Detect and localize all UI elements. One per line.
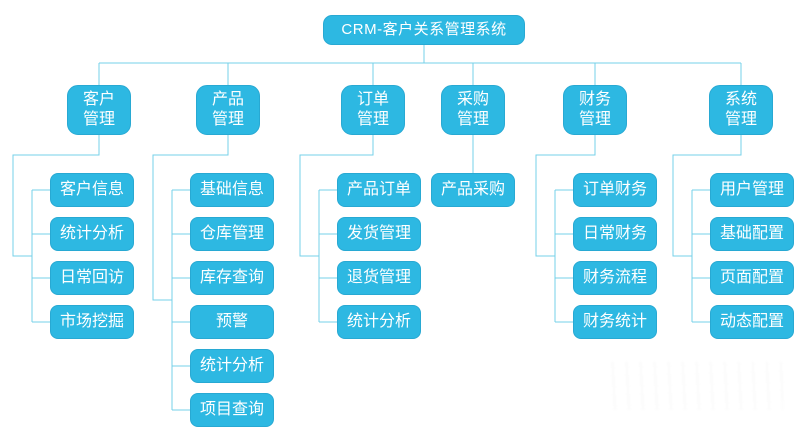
node-label-line: 管理 bbox=[356, 111, 389, 128]
connector-group-order bbox=[299, 135, 374, 323]
node-stats-analysis: 统计分析 bbox=[337, 305, 421, 339]
node-finance-mgmt: 财务 管理 bbox=[563, 85, 627, 135]
node-product-purchase: 产品采购 bbox=[431, 173, 515, 207]
connector-root-bus bbox=[98, 45, 742, 85]
node-stats-analysis: 统计分析 bbox=[190, 349, 274, 383]
connector-group-finance bbox=[535, 135, 596, 323]
node-finance-stats: 财务统计 bbox=[573, 305, 657, 339]
node-label-line: 管理 bbox=[211, 111, 244, 128]
node-page-config: 页面配置 bbox=[710, 261, 794, 295]
node-system-mgmt: 系统 管理 bbox=[709, 85, 773, 135]
node-label-line: 客户 bbox=[82, 91, 115, 108]
node-market-mining: 市场挖掘 bbox=[50, 305, 134, 339]
node-alert: 预警 bbox=[190, 305, 274, 339]
node-product-order: 产品订单 bbox=[337, 173, 421, 207]
node-purchase-mgmt: 采购 管理 bbox=[441, 85, 505, 135]
node-customer-mgmt: 客户 管理 bbox=[67, 85, 131, 135]
node-project-query: 项目查询 bbox=[190, 393, 274, 427]
node-return-mgmt: 退货管理 bbox=[337, 261, 421, 295]
node-label-line: 系统 bbox=[724, 91, 757, 108]
node-daily-followup: 日常回访 bbox=[50, 261, 134, 295]
node-root-crm-system: CRM-客户关系管理系统 bbox=[323, 15, 525, 45]
node-finance-process: 财务流程 bbox=[573, 261, 657, 295]
node-label-line: 产品 bbox=[211, 91, 244, 108]
node-order-finance: 订单财务 bbox=[573, 173, 657, 207]
connector-group-system bbox=[672, 135, 742, 323]
node-basic-config: 基础配置 bbox=[710, 217, 794, 251]
node-label-line: 管理 bbox=[456, 111, 489, 128]
node-order-mgmt: 订单 管理 bbox=[341, 85, 405, 135]
node-daily-finance: 日常财务 bbox=[573, 217, 657, 251]
connector-group-customer bbox=[12, 135, 100, 323]
node-label-line: 采购 bbox=[456, 91, 489, 108]
node-product-mgmt: 产品 管理 bbox=[196, 85, 260, 135]
node-stats-analysis: 统计分析 bbox=[50, 217, 134, 251]
node-label-line: 财务 bbox=[578, 91, 611, 108]
node-dynamic-config: 动态配置 bbox=[710, 305, 794, 339]
node-shipping-mgmt: 发货管理 bbox=[337, 217, 421, 251]
connector-group-product bbox=[152, 135, 229, 411]
node-customer-info: 客户信息 bbox=[50, 173, 134, 207]
node-basic-info: 基础信息 bbox=[190, 173, 274, 207]
node-label-line: 管理 bbox=[82, 111, 115, 128]
node-inventory-query: 库存查询 bbox=[190, 261, 274, 295]
node-label-line: 管理 bbox=[724, 111, 757, 128]
node-user-mgmt: 用户管理 bbox=[710, 173, 794, 207]
node-label-line: 管理 bbox=[578, 111, 611, 128]
node-label-line: 订单 bbox=[356, 91, 389, 108]
node-warehouse-mgmt: 仓库管理 bbox=[190, 217, 274, 251]
